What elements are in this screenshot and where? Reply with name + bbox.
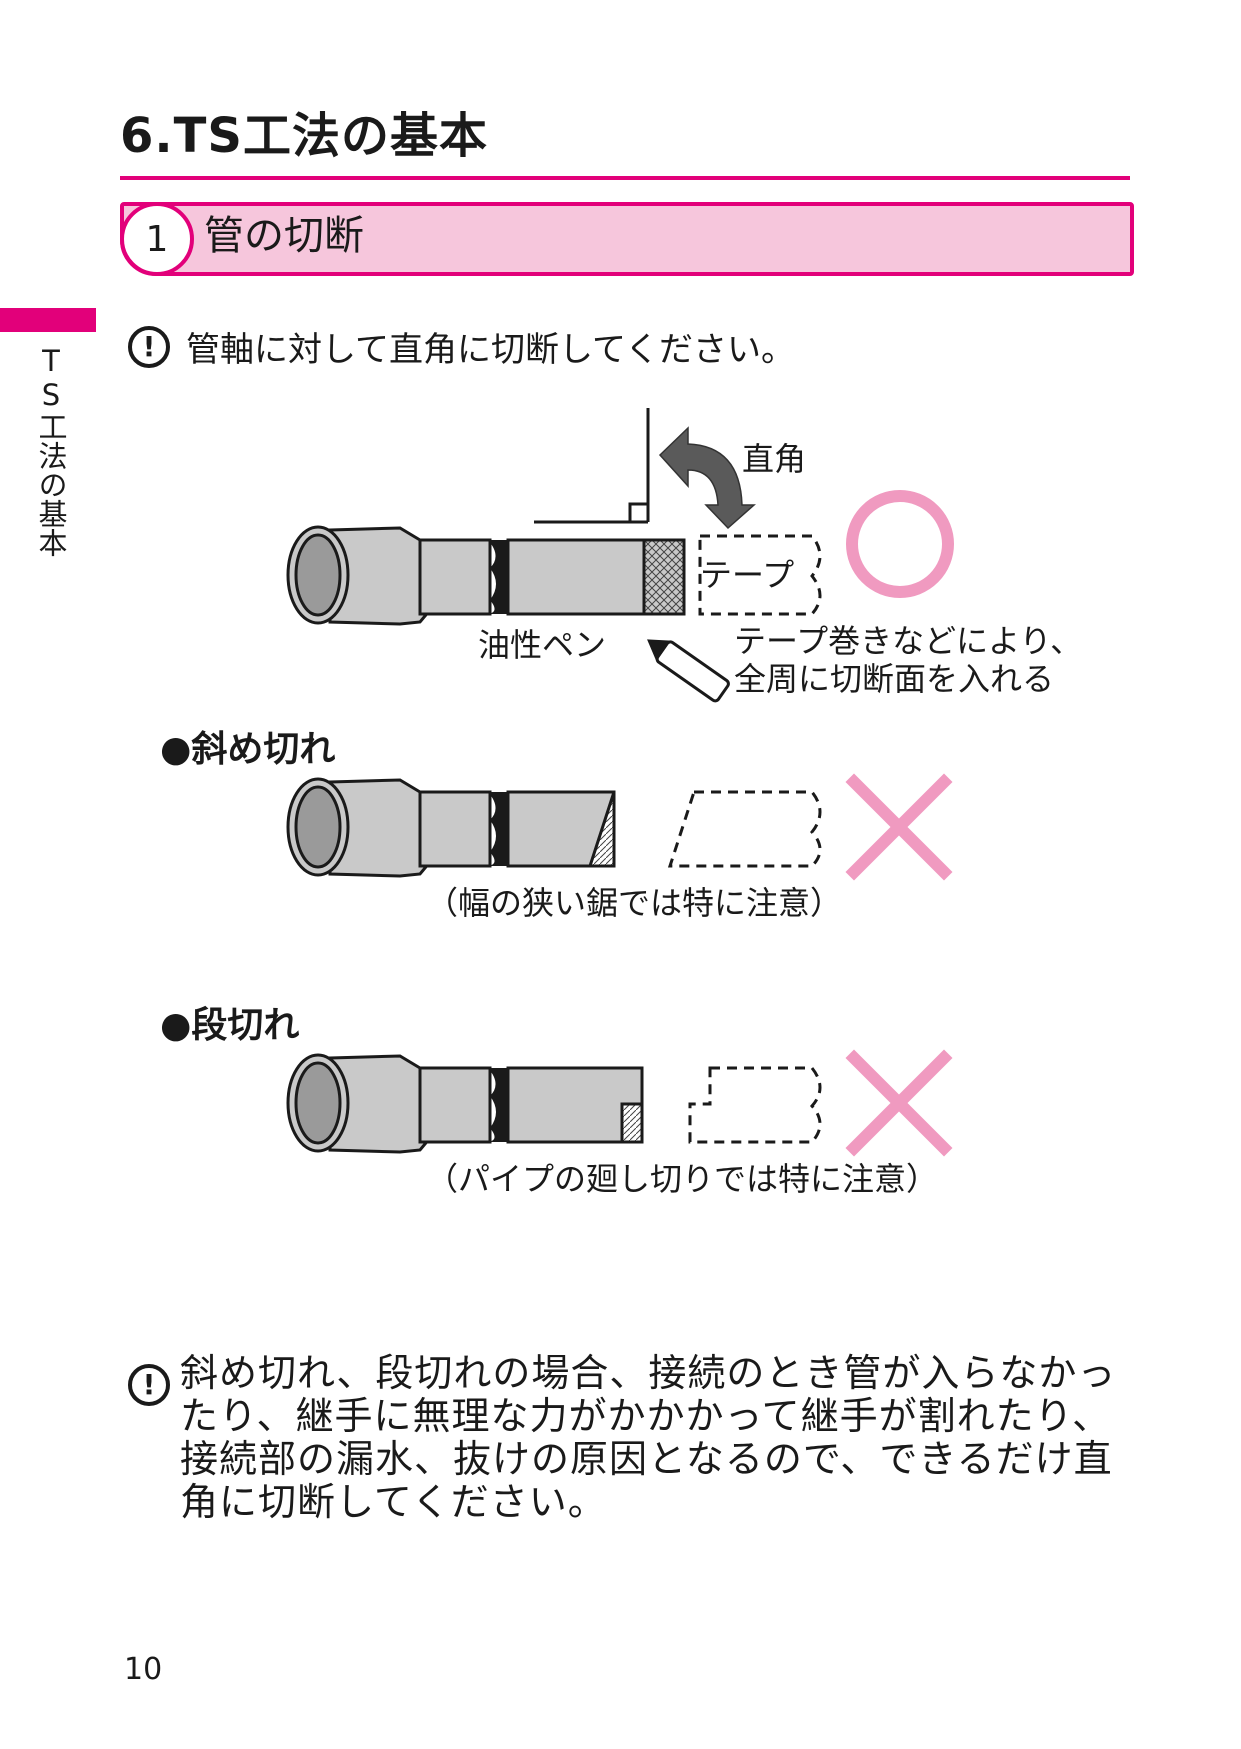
page-title: 6.TS工法の基本 — [120, 108, 488, 164]
marker-pen-icon — [647, 639, 730, 703]
caption-oblique: （幅の狭い鋸では特に注意） — [426, 884, 843, 922]
heading-step-cut: ●段切れ — [160, 1005, 300, 1046]
ng-mark-icon — [845, 1049, 953, 1157]
heading-oblique-cut: ●斜め切れ — [160, 729, 336, 770]
caption-step: （パイプの廻し切りでは特に注意） — [426, 1160, 939, 1198]
label-instruction-2: 全周に切断面を入れる — [734, 660, 1055, 698]
pipe-segment — [506, 538, 686, 616]
square-ruler — [534, 408, 650, 524]
label-instruction-1: テープ巻きなどにより、 — [734, 622, 1083, 660]
pipe-fitting — [286, 525, 492, 626]
label-right-angle: 直角 — [742, 440, 807, 478]
rotate-arrow-icon — [658, 426, 756, 530]
note-right-angle: 管軸に対して直角に切断してください。 — [186, 330, 795, 370]
page-number: 10 — [124, 1652, 163, 1687]
note-consequences: 斜め切れ、段切れの場合、接続のとき管が入らなかったり、継手に無理な力がかかかって… — [180, 1351, 1117, 1524]
section-number: 1 — [120, 202, 194, 276]
title-rule — [120, 176, 1130, 180]
label-oil-pen: 油性ペン — [478, 626, 607, 664]
ng-mark-icon — [845, 773, 953, 881]
cut-segment-dashed — [698, 534, 822, 616]
warning-icon: ! — [128, 326, 170, 368]
side-tab-text: TS工法の基本 — [34, 344, 68, 557]
ok-mark-icon — [846, 490, 954, 598]
warning-icon: ! — [128, 1364, 170, 1406]
label-tape: テープ — [700, 556, 795, 594]
section-banner — [120, 202, 1134, 276]
side-tab-bar — [0, 308, 96, 332]
section-title: 管の切断 — [204, 213, 364, 259]
